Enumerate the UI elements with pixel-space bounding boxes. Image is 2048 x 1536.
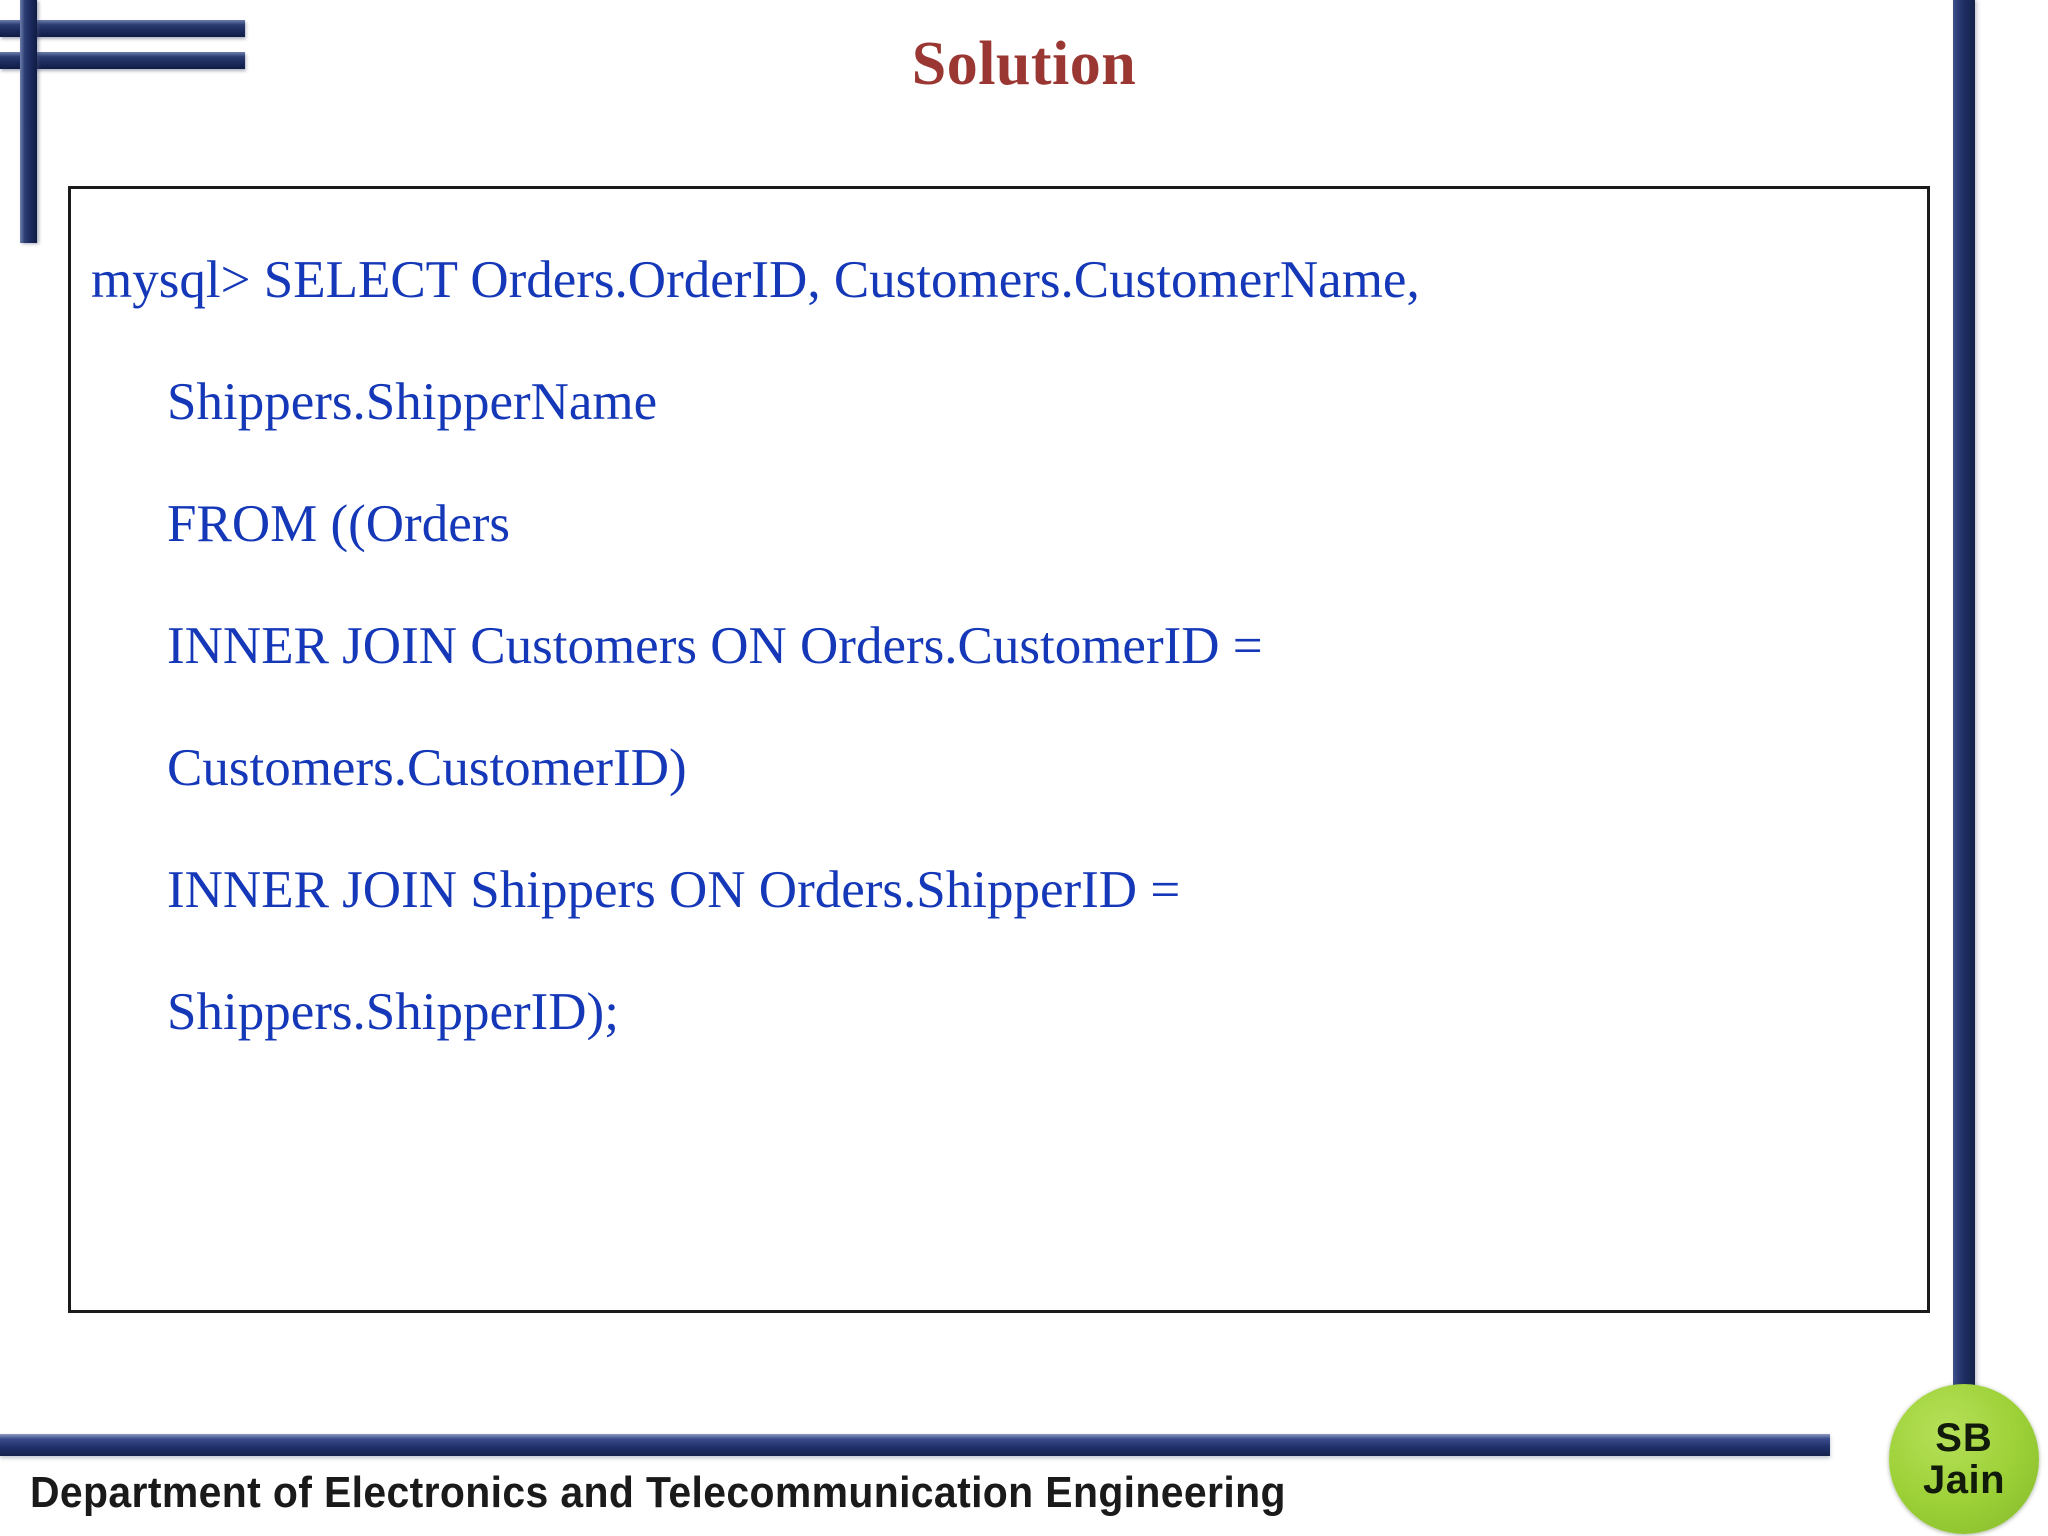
footer-divider-bar bbox=[0, 1434, 1830, 1456]
footer-department-label: Department of Electronics and Telecommun… bbox=[30, 1468, 1286, 1517]
deco-horizontal-bar-top bbox=[0, 20, 245, 37]
deco-vertical-bar bbox=[20, 0, 37, 243]
code-line: Shippers.ShipperName bbox=[167, 373, 658, 431]
page-title: Solution bbox=[911, 30, 1137, 98]
logo-line-1: SB bbox=[1935, 1416, 1993, 1460]
right-vertical-rail bbox=[1953, 0, 1975, 1395]
logo-line-2: Jain bbox=[1922, 1458, 2006, 1502]
code-content-box: mysql> SELECT Orders.OrderID, Customers.… bbox=[68, 186, 1930, 1313]
code-line: mysql> SELECT Orders.OrderID, Customers.… bbox=[91, 251, 1420, 309]
code-line: INNER JOIN Shippers ON Orders.ShipperID … bbox=[167, 861, 1181, 919]
code-line: Shippers.ShipperID); bbox=[167, 983, 619, 1041]
code-line: Customers.CustomerID) bbox=[167, 739, 687, 797]
deco-horizontal-bar-second bbox=[0, 52, 245, 69]
code-line: FROM ((Orders bbox=[167, 495, 510, 553]
sbjain-logo: SB Jain bbox=[1889, 1384, 2039, 1534]
code-line: INNER JOIN Customers ON Orders.CustomerI… bbox=[167, 617, 1263, 675]
